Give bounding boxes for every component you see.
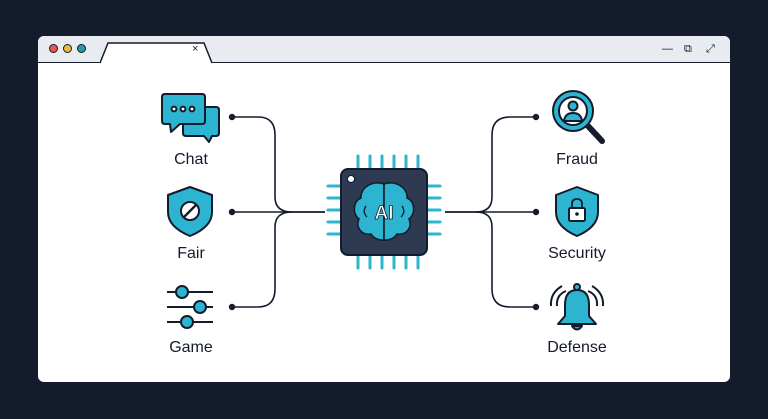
connector-lines	[232, 116, 536, 308]
shield-slash-icon	[167, 186, 213, 237]
chat-bubbles-icon	[161, 93, 220, 143]
bell-alarm-icon	[549, 283, 605, 331]
node-label-fair: Fair	[177, 245, 205, 262]
connector-chat	[232, 116, 325, 213]
expand-icon[interactable]: ⤢	[706, 43, 715, 55]
ai-chip-icon: AI	[326, 154, 442, 270]
node-label-fraud: Fraud	[556, 151, 598, 168]
tab-close-icon[interactable]: ×	[192, 43, 199, 55]
close-window-button[interactable]	[49, 44, 58, 53]
restore-icon[interactable]: ⧉	[684, 43, 692, 55]
zoom-window-button[interactable]	[77, 44, 86, 53]
minimize-icon[interactable]: —	[662, 43, 673, 55]
shield-lock-icon	[555, 186, 599, 237]
chip-label: AI	[375, 203, 394, 224]
magnifier-user-icon	[552, 90, 605, 144]
title-bar: × — ⧉ ⤢	[38, 36, 730, 64]
node-label-security: Security	[548, 245, 606, 262]
connector-game	[232, 211, 293, 308]
node-label-game: Game	[169, 339, 213, 356]
node-label-chat: Chat	[174, 151, 208, 168]
sliders-icon	[167, 285, 213, 329]
node-label-defense: Defense	[547, 339, 607, 356]
connector-defense	[475, 211, 536, 308]
connector-fraud	[445, 116, 536, 213]
browser-tab[interactable]	[100, 42, 220, 64]
brain-icon	[353, 182, 415, 241]
minimize-window-button[interactable]	[63, 44, 72, 53]
browser-window: × — ⧉ ⤢	[38, 36, 730, 382]
